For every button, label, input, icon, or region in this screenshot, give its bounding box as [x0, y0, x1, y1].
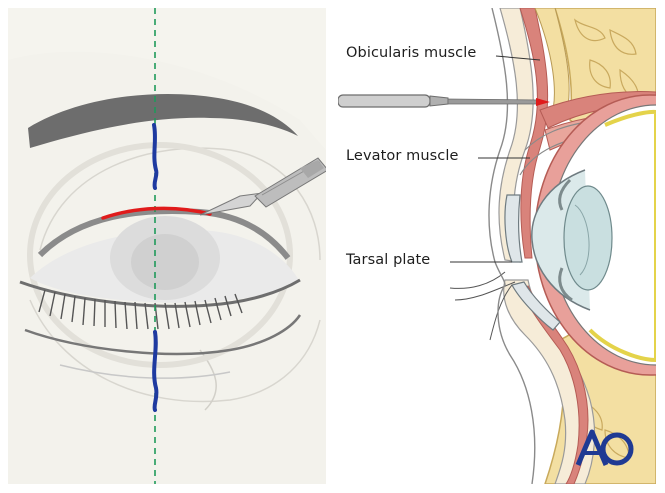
ao-logo — [575, 429, 634, 466]
scalpel-frontal — [199, 157, 326, 216]
tarsal-plate-upper — [504, 194, 523, 263]
orbicularis-muscle-label: Obicularis muscle — [346, 45, 477, 61]
lower-midline-marking — [152, 330, 159, 412]
orbicularis-leader — [495, 55, 541, 61]
eyelashes — [38, 289, 243, 330]
tarsal-plate-lower — [511, 281, 561, 331]
tarsal-plate-label: Tarsal plate — [346, 252, 431, 268]
incision-line — [101, 206, 212, 220]
eyebrow — [28, 93, 298, 148]
scalpel-sagittal — [338, 94, 550, 108]
sagittal-section-panel — [338, 8, 656, 484]
levator-muscle-label: Levator muscle — [346, 148, 459, 164]
eyeball — [531, 94, 656, 376]
frontal-eye-panel — [8, 8, 326, 484]
upper-midline-marking — [152, 123, 159, 190]
